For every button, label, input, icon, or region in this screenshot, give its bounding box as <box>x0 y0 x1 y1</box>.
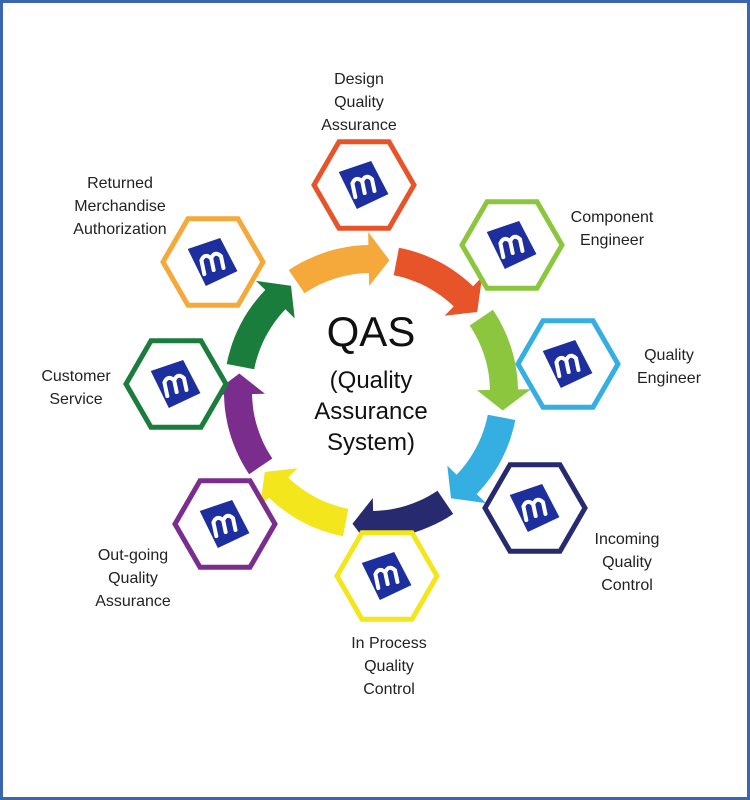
node-label-line: Out-going <box>98 547 168 564</box>
node-label-line: In Process <box>351 635 427 652</box>
center-title: QAS <box>327 308 416 355</box>
node-hex-incoming-qc <box>482 462 588 554</box>
cycle-arrow-customer-service <box>226 280 295 370</box>
m-logo-icon <box>509 483 560 533</box>
node-label-line: Engineer <box>580 232 645 249</box>
node-label-line: Service <box>49 391 102 408</box>
node-hex-in-process-qc <box>334 530 440 622</box>
node-hex-outgoing-qa <box>172 478 278 570</box>
cycle-arrow-design-qa <box>393 247 483 316</box>
node-hex-rma <box>160 216 266 308</box>
node-label-line: Quality <box>334 94 384 111</box>
node-label-line: Control <box>363 681 415 698</box>
node-label-line: Control <box>601 577 653 594</box>
node-hex-customer-service <box>123 338 229 430</box>
m-logo-icon <box>542 339 593 389</box>
node-label-line: Customer <box>41 368 111 385</box>
center-subtitle-line-1: (Quality <box>330 367 413 394</box>
node-label-line: Quality <box>364 658 414 675</box>
cycle-arrow-quality-engineer <box>447 414 516 504</box>
node-label-line: Quality <box>108 570 158 587</box>
center-subtitle-line-3: System) <box>327 429 415 456</box>
cycle-arrow-component-engineer <box>469 309 531 411</box>
node-hexagons <box>123 139 621 622</box>
node-label-line: Incoming <box>595 531 660 548</box>
m-logo-icon <box>361 551 412 601</box>
node-label-line: Quality <box>602 554 652 571</box>
node-hex-component-engineer <box>459 199 565 291</box>
center-subtitle-line-2: Assurance <box>314 398 427 425</box>
m-logo-icon <box>199 499 250 549</box>
node-label-line: Assurance <box>321 117 397 134</box>
cycle-arrow-in-process-qc <box>259 468 349 537</box>
node-label-line: Engineer <box>637 370 702 387</box>
node-label-line: Authorization <box>73 221 166 238</box>
m-logo-icon <box>150 359 201 409</box>
cycle-arrow-outgoing-qa <box>211 373 273 475</box>
m-logo-icon <box>338 160 389 210</box>
node-label-line: Quality <box>644 347 694 364</box>
node-label-line: Returned <box>87 175 153 192</box>
node-label-line: Assurance <box>95 593 171 610</box>
node-hex-design-qa <box>311 139 417 231</box>
node-label-line: Design <box>334 71 384 88</box>
m-logo-icon <box>187 237 238 287</box>
m-logo-icon <box>486 220 537 270</box>
node-label-line: Component <box>571 209 654 226</box>
node-hex-quality-engineer <box>515 318 621 410</box>
cycle-arrow-rma <box>288 232 390 294</box>
node-label-line: Merchandise <box>74 198 166 215</box>
